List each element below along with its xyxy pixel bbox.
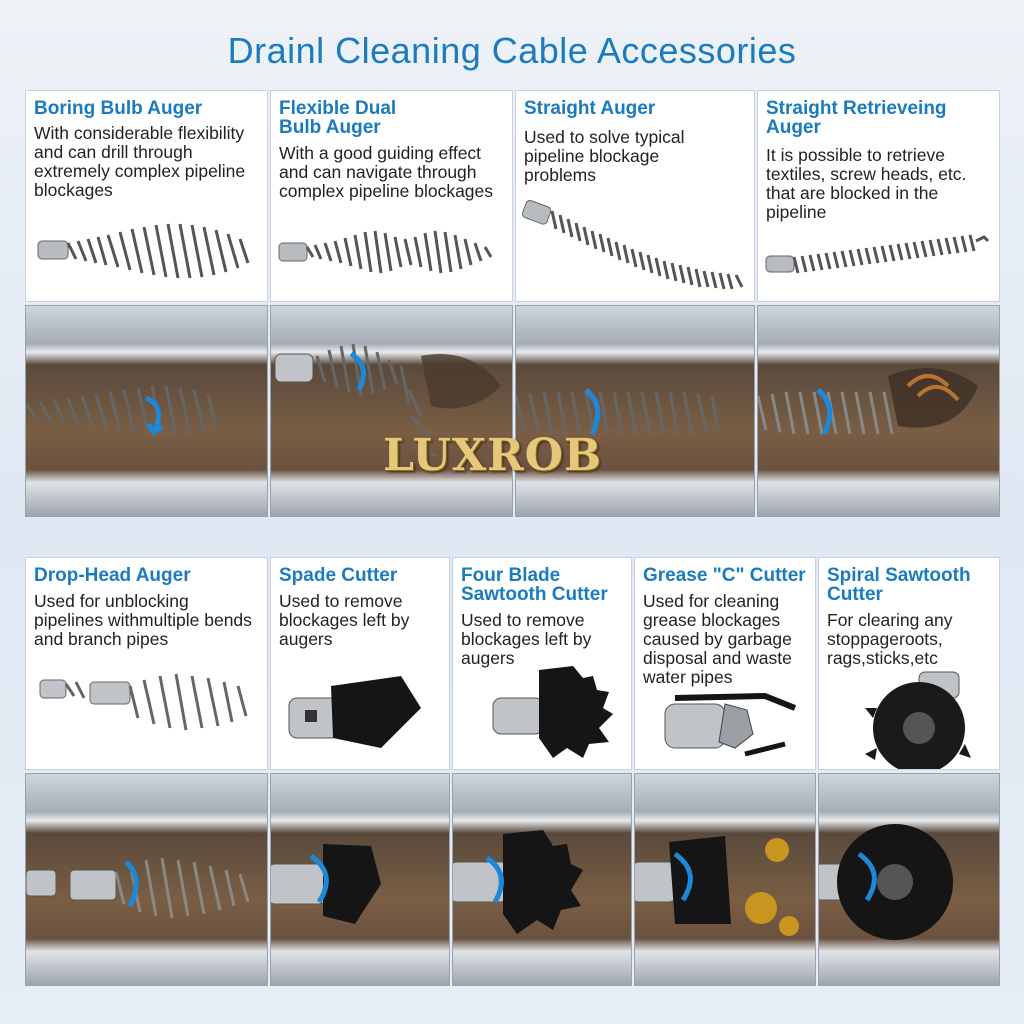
product-description: Used to remove blockages left by augers bbox=[279, 591, 410, 649]
product-name: Straight Retrieveing Auger bbox=[766, 98, 947, 138]
product-description: It is possible to retrieve textiles, scr… bbox=[766, 145, 967, 222]
usage-scene-spiral-sawtooth-cutter bbox=[818, 773, 1000, 986]
product-card-straight-auger: Straight Auger Used to solve typical pip… bbox=[515, 90, 755, 302]
product-name: Boring Bulb Auger bbox=[34, 98, 203, 119]
watermark: LUXROB bbox=[383, 430, 603, 481]
grease-c-cutter-icon bbox=[664, 692, 797, 757]
usage-scene-straight-retrieving-auger bbox=[757, 305, 1000, 517]
pipe-illustration bbox=[516, 388, 720, 436]
usage-scene-boring-bulb-auger bbox=[25, 305, 268, 517]
product-card-spiral-sawtooth-cutter: Spiral Sawtooth Cutter For clearing any … bbox=[818, 557, 1000, 770]
product-card-drop-head-auger: Drop-Head Auger Used for unblocking pipe… bbox=[25, 557, 268, 770]
pipe-illustration bbox=[274, 343, 501, 458]
product-card-four-blade-sawtooth-cutter: Four Blade Sawtooth Cutter Used to remov… bbox=[452, 557, 632, 770]
pipe-illustration bbox=[26, 385, 218, 437]
product-name: Spade Cutter bbox=[279, 565, 398, 586]
product-card-grease-c-cutter: Grease "C" Cutter Used for cleaning grea… bbox=[634, 557, 816, 770]
rotation-arrow-icon bbox=[584, 388, 601, 436]
rotation-arrow-icon bbox=[816, 388, 833, 436]
rotation-arrow-icon bbox=[309, 853, 329, 904]
product-card-flexible-dual-bulb-auger: Flexible Dual Bulb Auger With a good gui… bbox=[270, 90, 513, 302]
four-blade-cutter-icon bbox=[492, 666, 613, 758]
product-name: Grease "C" Cutter bbox=[643, 565, 806, 586]
pipe-illustration bbox=[635, 836, 799, 936]
bulb-auger-icon bbox=[37, 223, 250, 279]
product-name: Flexible Dual Bulb Auger bbox=[279, 98, 397, 138]
product-description: With considerable flexibility and can dr… bbox=[34, 123, 246, 200]
product-description: For clearing any stoppageroots, rags,sti… bbox=[827, 610, 953, 668]
pipe-illustration bbox=[758, 368, 978, 436]
rotation-arrow-icon bbox=[673, 851, 693, 902]
spiral-sawtooth-cutter-icon bbox=[865, 671, 971, 769]
product-name: Spiral Sawtooth Cutter bbox=[827, 565, 971, 605]
drop-head-auger-icon bbox=[39, 673, 248, 731]
rotation-arrow-icon bbox=[124, 860, 139, 908]
retrieving-auger-icon bbox=[765, 234, 990, 274]
product-card-boring-bulb-auger: Boring Bulb Auger With considerable flex… bbox=[25, 90, 268, 302]
product-name: Drop-Head Auger bbox=[34, 565, 191, 586]
product-description: Used to solve typical pipeline blockage … bbox=[524, 127, 685, 185]
rotation-arrow-icon bbox=[485, 855, 504, 904]
product-name: Four Blade Sawtooth Cutter bbox=[461, 565, 608, 605]
product-name: Straight Auger bbox=[524, 98, 656, 119]
product-description: Used to remove blockages left by augers bbox=[461, 610, 592, 668]
spade-cutter-icon bbox=[288, 676, 421, 748]
rotation-arrow-icon bbox=[144, 395, 164, 437]
usage-scene-flexible-dual-bulb-auger bbox=[270, 305, 513, 517]
product-description: With a good guiding effect and can navig… bbox=[279, 143, 494, 201]
usage-scene-straight-auger bbox=[515, 305, 755, 517]
pipe-illustration bbox=[271, 844, 381, 924]
usage-scene-spade-cutter bbox=[270, 773, 450, 986]
straight-auger-icon bbox=[521, 200, 744, 290]
rotation-arrow-icon bbox=[857, 851, 877, 902]
dual-bulb-auger-icon bbox=[278, 230, 493, 274]
usage-scene-drop-head-auger bbox=[25, 773, 268, 986]
rotation-arrow-icon bbox=[349, 351, 366, 392]
pipe-illustration bbox=[453, 830, 583, 934]
product-description: Used for cleaning grease blockages cause… bbox=[643, 591, 792, 687]
pipe-illustration bbox=[26, 857, 250, 919]
product-card-straight-retrieving-auger: Straight Retrieveing Auger It is possibl… bbox=[757, 90, 1000, 302]
pipe-illustration bbox=[819, 824, 953, 940]
product-card-spade-cutter: Spade Cutter Used to remove blockages le… bbox=[270, 557, 450, 770]
product-description: Used for unblocking pipelines withmultip… bbox=[34, 591, 252, 649]
usage-scene-grease-c-cutter bbox=[634, 773, 816, 986]
usage-scene-four-blade-sawtooth-cutter bbox=[452, 773, 632, 986]
page-title: Drainl Cleaning Cable Accessories bbox=[227, 30, 797, 71]
